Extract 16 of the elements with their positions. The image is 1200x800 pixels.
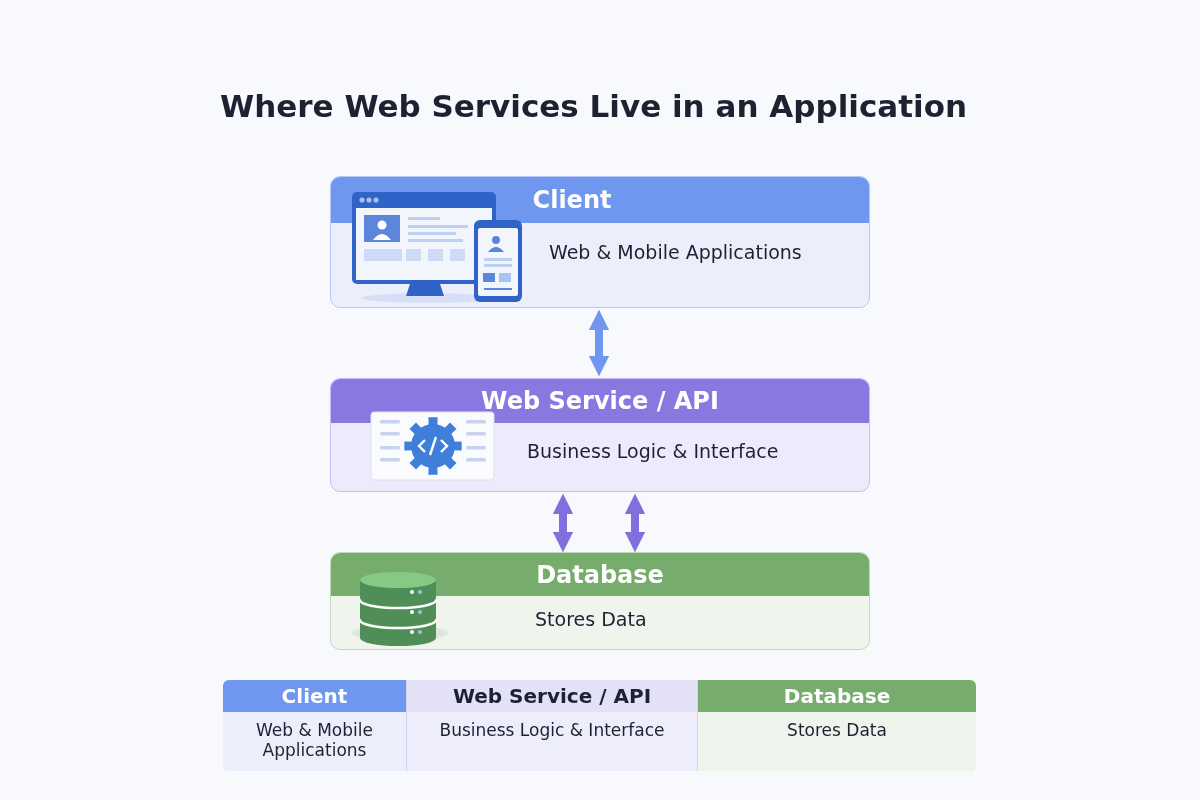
column-header: Client	[223, 680, 406, 712]
table-cell: Business Logic & Interface	[406, 712, 697, 771]
panel-description: Web & Mobile Applications	[549, 241, 802, 263]
panel-heading: Database	[331, 553, 869, 596]
panel-heading: Web Service / API	[331, 379, 869, 423]
panel-description: Business Logic & Interface	[527, 440, 779, 462]
double-arrow	[588, 309, 610, 377]
column-header: Database	[697, 680, 976, 712]
panel-description: Stores Data	[535, 608, 647, 630]
table-cell: Stores Data	[697, 712, 976, 771]
column-header: Web Service / API	[406, 680, 697, 712]
double-arrow	[552, 493, 574, 553]
double-arrow	[624, 493, 646, 553]
database-panel	[330, 552, 870, 650]
table-cell: Web & Mobile Applications	[223, 712, 406, 771]
diagram-title: Where Web Services Live in an Application	[219, 88, 968, 124]
